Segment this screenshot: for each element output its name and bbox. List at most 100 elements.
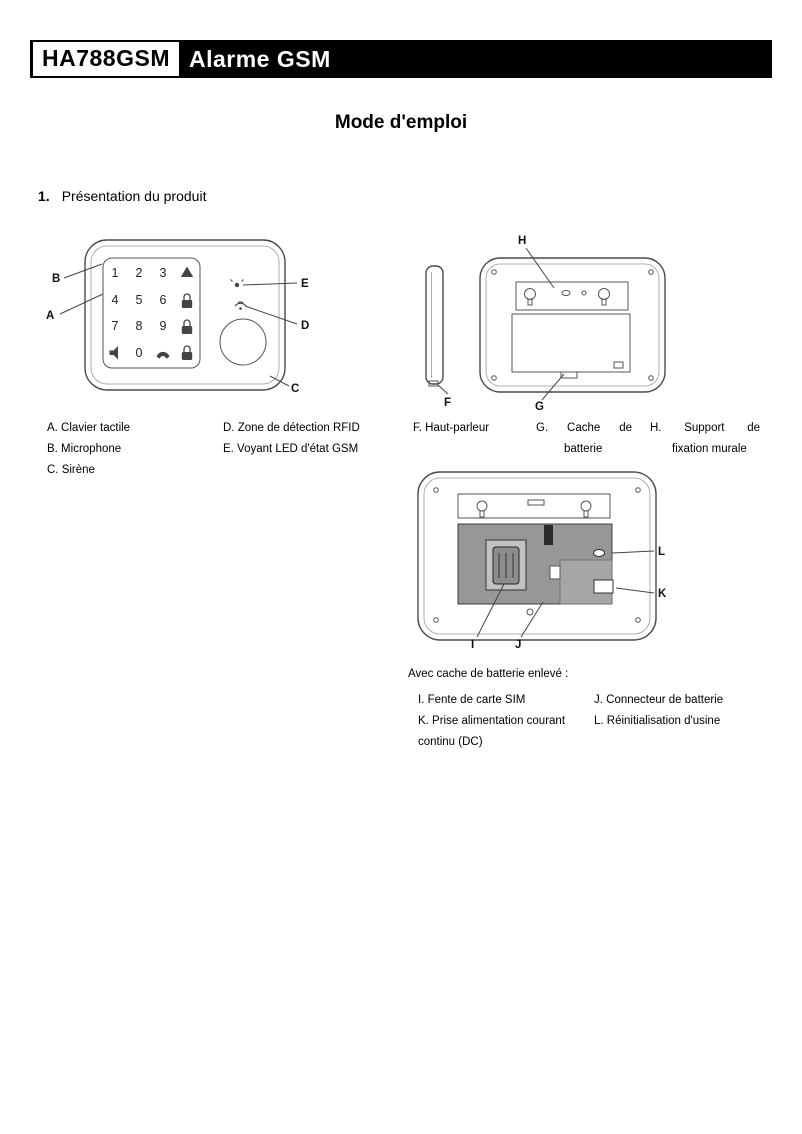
product-name: Alarme GSM (188, 45, 331, 72)
keypad-digit: 0 (136, 346, 143, 360)
keypad-digit: 8 (136, 319, 143, 333)
callout-label-a: A (46, 310, 54, 322)
sim-card-slot (485, 539, 527, 591)
device-body (479, 257, 666, 393)
back-view-diagram: H F G (425, 235, 666, 413)
callout-line (269, 375, 290, 387)
callout-line (611, 550, 655, 554)
callout-label-f: F (444, 397, 451, 409)
keyhole-slots (457, 493, 611, 519)
legend-item: K. Prise alimentation courant continu (D… (418, 715, 566, 748)
legend-item: E. Voyant LED d'état GSM (223, 443, 359, 455)
callout-line (476, 583, 505, 638)
screw-hole (491, 269, 497, 275)
legend-item: J. Connecteur de batterie (594, 694, 724, 706)
rfid-wave-icon (234, 301, 247, 310)
legend-column-abc: A. Clavier tactile B. Microphone C. Sirè… (47, 418, 217, 481)
parts-legend: A. Clavier tactile B. Microphone C. Sirè… (40, 418, 772, 490)
alarm-triangle-icon (180, 266, 194, 277)
callout-label-i: I (471, 639, 474, 651)
callout-label-l: L (658, 546, 665, 558)
lock-icon (181, 293, 193, 308)
legend-item: H. Support de fixation murale (650, 422, 760, 455)
board-component (549, 565, 561, 580)
legend-column-g: G. Cache de batterie (536, 418, 632, 460)
callout-line (525, 247, 555, 289)
callout-line (242, 282, 298, 286)
keypad-digit: 9 (160, 319, 167, 333)
screw-hole (433, 487, 439, 493)
device-inner-outline (485, 263, 660, 387)
screw-hole (648, 375, 654, 381)
legend-column-de: D. Zone de détection RFID E. Voyant LED … (223, 418, 418, 460)
legend-item: A. Clavier tactile (47, 422, 131, 434)
battery-legend-column-jl: J. Connecteur de batterie L. Réinitialis… (594, 690, 774, 732)
speaker-icon (109, 346, 118, 360)
callout-line (437, 384, 449, 395)
keypad-digit: 4 (112, 293, 119, 307)
keyhole-icon (524, 288, 536, 300)
dc-jack (593, 579, 614, 594)
callout-line (615, 587, 655, 594)
phone-icon (156, 351, 170, 359)
device-inner-outline (90, 245, 280, 385)
keyhole-icon (580, 500, 592, 512)
device-body (84, 239, 286, 391)
battery-cover (511, 313, 631, 379)
keypad-digit: 3 (160, 266, 167, 280)
keypad-digit: 7 (112, 319, 119, 333)
callout-label-j: J (515, 639, 521, 651)
keypad-digits: 1 2 3 4 5 6 7 8 9 0 (112, 266, 167, 360)
battery-removed-note: Avec cache de batterie enlevé : (408, 668, 569, 680)
callout-label-h: H (518, 235, 526, 247)
legend-column-f: F. Haut-parleur (413, 418, 528, 439)
battery-removed-legend: I. Fente de carte SIM K. Prise alimentat… (418, 690, 778, 762)
model-badge: HA788GSM (33, 42, 179, 76)
legend-item: L. Réinitialisation d'usine (594, 715, 721, 727)
screw-hole (433, 617, 439, 623)
legend-item: F. Haut-parleur (413, 422, 490, 434)
header-bar: HA788GSM Alarme GSM (30, 40, 772, 78)
callout-line (63, 263, 103, 279)
keypad-digit: 2 (136, 266, 143, 280)
callout-line (541, 373, 565, 401)
legend-column-h: H. Support de fixation murale (650, 418, 760, 460)
screw-hole (635, 487, 641, 493)
keypad-panel (102, 257, 201, 369)
wall-bracket (425, 265, 444, 387)
reset-hole (593, 549, 605, 557)
section-title: Présentation du produit (61, 188, 207, 204)
callout-label-b: B (52, 273, 60, 285)
screw-hole (648, 269, 654, 275)
legend-item: C. Sirène (47, 464, 95, 476)
legend-item: B. Microphone (47, 443, 122, 455)
lock-icon (181, 319, 193, 334)
screw-hole (526, 608, 534, 616)
callout-line (244, 305, 298, 325)
callout-label-k: K (658, 588, 667, 600)
section-heading: 1. Présentation du produit (38, 188, 206, 204)
rfid-zone-circle (219, 318, 267, 366)
battery-connector (544, 525, 553, 545)
battery-legend-column-ik: I. Fente de carte SIM K. Prise alimentat… (418, 690, 590, 753)
screw-hole (635, 617, 641, 623)
open-back-diagram: L K I J (417, 471, 667, 651)
lock-icon (181, 345, 193, 360)
screw-hole (491, 375, 497, 381)
legend-item: D. Zone de détection RFID (223, 422, 360, 434)
legend-item: G. Cache de batterie (536, 422, 632, 455)
mounting-plate (515, 281, 629, 311)
keypad-digit: 1 (112, 266, 119, 280)
keyhole-icon (476, 500, 488, 512)
callout-label-d: D (301, 320, 309, 332)
keypad-digit: 6 (160, 293, 167, 307)
callout-label-e: E (301, 278, 309, 290)
section-number: 1. (38, 188, 50, 204)
keypad-digit: 5 (136, 293, 143, 307)
circuit-board (457, 523, 613, 605)
gsm-led-icon (230, 279, 244, 288)
legend-item: I. Fente de carte SIM (418, 694, 526, 706)
callout-line (59, 293, 104, 315)
keyhole-icon (598, 288, 610, 300)
